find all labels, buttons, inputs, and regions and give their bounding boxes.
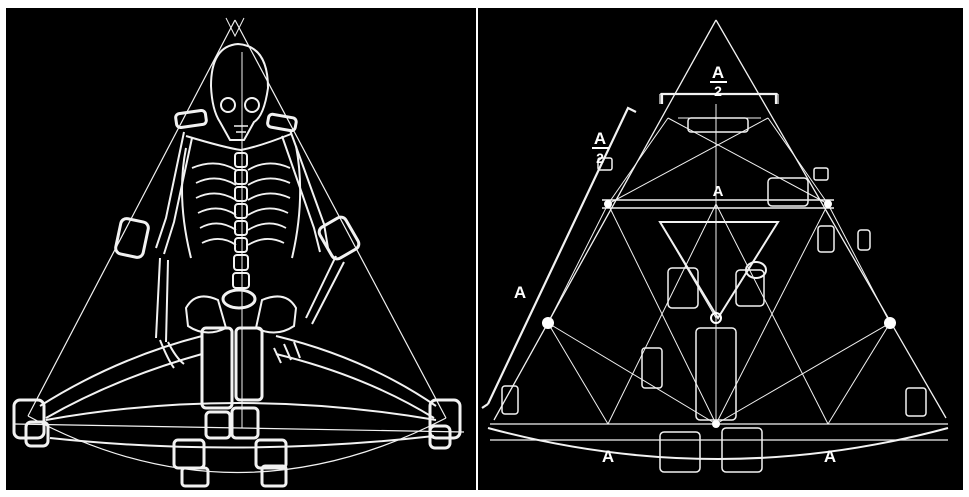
vertex-markers (542, 200, 896, 428)
side-a-label: A (514, 283, 526, 302)
top-half-label-denominator: 2 (714, 83, 722, 99)
skeleton-drawing-panel (6, 8, 476, 490)
base-a-label-right: A (824, 447, 836, 466)
central-bones (174, 328, 286, 486)
spine (233, 153, 249, 288)
geometry-figure: A 2 A 2 A A A A (478, 8, 963, 490)
labels: A 2 A 2 A A A A (514, 63, 836, 466)
shoulders (175, 110, 297, 150)
side-half-label-denominator: 2 (596, 150, 604, 166)
right-arm (274, 130, 361, 363)
base-a-label-left: A (602, 447, 614, 466)
side-half-label-numerator: A (594, 129, 606, 148)
skeleton-figure (6, 8, 476, 490)
left-arm (115, 132, 192, 368)
skull (211, 44, 268, 140)
geometric-analysis-panel: A 2 A 2 A A A A (478, 8, 963, 490)
pelvis (186, 290, 296, 333)
triangle-frame (14, 18, 464, 473)
top-half-label-numerator: A (712, 63, 724, 82)
center-a-label: A (713, 183, 724, 200)
